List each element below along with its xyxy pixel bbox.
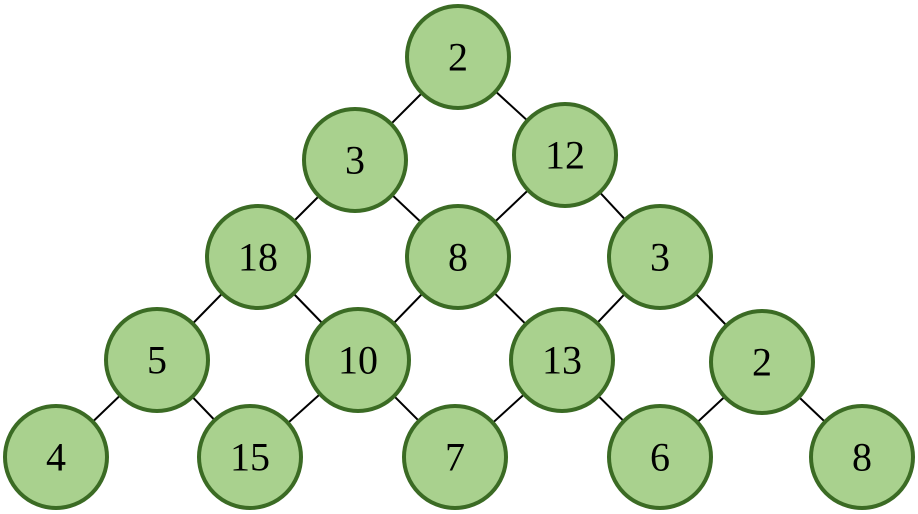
node-r3c0: 5 <box>104 307 210 413</box>
node-circle <box>205 204 311 310</box>
node-label: 15 <box>230 435 270 480</box>
node-circle <box>709 309 815 415</box>
node-circle <box>607 204 713 310</box>
node-r4c3: 6 <box>607 404 713 510</box>
node-r4c2: 7 <box>402 404 508 510</box>
node-circle <box>302 107 408 213</box>
node-label: 2 <box>752 340 772 385</box>
node-r1c1: 12 <box>512 102 618 208</box>
node-label: 5 <box>147 338 167 383</box>
node-r1c0: 3 <box>302 107 408 213</box>
node-r4c0: 4 <box>3 404 109 510</box>
node-label: 13 <box>542 338 582 383</box>
node-label: 10 <box>338 338 378 383</box>
node-label: 2 <box>448 35 468 80</box>
node-r3c1: 10 <box>305 307 411 413</box>
node-r3c2: 13 <box>509 307 615 413</box>
node-label: 6 <box>650 435 670 480</box>
node-label: 12 <box>545 133 585 178</box>
node-circle <box>197 404 303 510</box>
node-label: 3 <box>345 138 365 183</box>
node-circle <box>405 204 511 310</box>
node-r2c2: 3 <box>607 204 713 310</box>
node-circle <box>607 404 713 510</box>
nodes-layer: 2 3 12 18 8 3 5 10 13 2 4 15 7 6 8 <box>3 4 915 510</box>
node-label: 18 <box>238 235 278 280</box>
node-circle <box>405 4 511 110</box>
node-r3c3: 2 <box>709 309 815 415</box>
node-circle <box>809 404 915 510</box>
node-label: 8 <box>448 235 468 280</box>
node-circle <box>402 404 508 510</box>
node-circle <box>104 307 210 413</box>
node-circle <box>509 307 615 413</box>
node-r2c0: 18 <box>205 204 311 310</box>
node-label: 4 <box>46 435 66 480</box>
node-r0c0: 2 <box>405 4 511 110</box>
node-r2c1: 8 <box>405 204 511 310</box>
node-label: 3 <box>650 235 670 280</box>
node-r4c4: 8 <box>809 404 915 510</box>
node-label: 8 <box>852 435 872 480</box>
node-circle <box>512 102 618 208</box>
node-circle <box>305 307 411 413</box>
node-label: 7 <box>445 435 465 480</box>
node-r4c1: 15 <box>197 404 303 510</box>
node-circle <box>3 404 109 510</box>
